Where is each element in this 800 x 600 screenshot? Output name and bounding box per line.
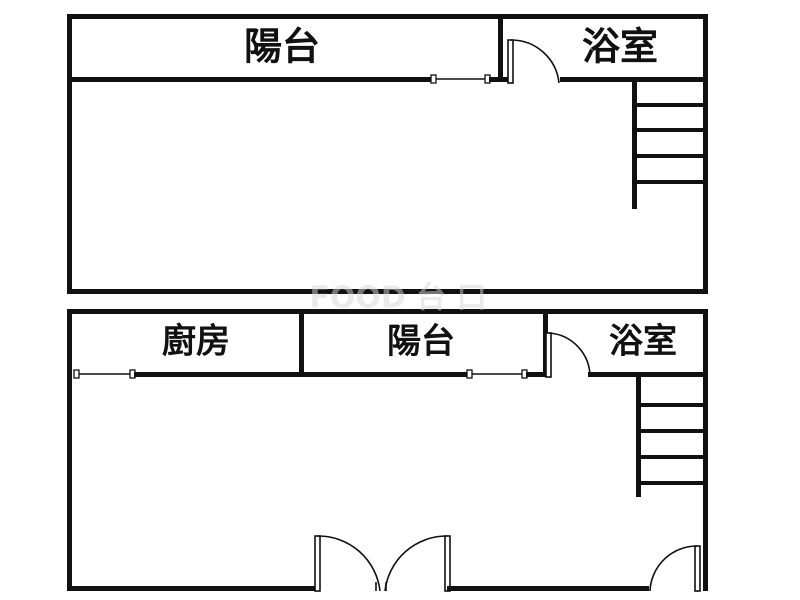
lower-bathroom-wall <box>588 372 708 377</box>
lower-wall-right <box>703 309 708 591</box>
side-door <box>649 545 701 592</box>
lower-kitchen-balcony-partition <box>299 309 304 377</box>
lower-kitchen-wall <box>134 372 470 377</box>
watermark: FOOD 台 口 <box>309 281 486 316</box>
lower-wall-left <box>67 309 72 591</box>
lower-wall-bottom-left <box>67 586 318 591</box>
upper-floor: 陽台 浴室 <box>67 14 708 294</box>
lower-balcony-label: 陽台 <box>387 322 455 362</box>
lower-kitchen-window <box>73 369 136 379</box>
entrance-double-door <box>314 535 451 592</box>
lower-balcony-window <box>466 369 528 379</box>
upper-bathroom-wall <box>560 77 708 82</box>
upper-bathroom-door <box>507 39 560 84</box>
kitchen-label: 廚房 <box>162 322 230 362</box>
lower-wall-top <box>67 309 708 314</box>
upper-balcony-wall <box>70 77 434 82</box>
upper-stairs <box>632 82 706 209</box>
upper-wall-top <box>67 14 708 19</box>
lower-floor: 廚房 陽台 浴室 <box>67 309 708 592</box>
lower-bathroom-door <box>545 332 591 378</box>
lower-stairs <box>636 377 706 497</box>
lower-bathroom-label: 浴室 <box>609 322 677 362</box>
upper-balcony-bath-partition <box>498 14 503 82</box>
upper-balcony-window <box>430 74 491 84</box>
upper-wall-left <box>67 14 72 294</box>
upper-balcony-label: 陽台 <box>244 25 320 69</box>
lower-wall-segment <box>526 372 548 377</box>
upper-bathroom-label: 浴室 <box>582 25 658 69</box>
lower-wall-bottom-mid <box>447 586 649 591</box>
upper-wall-bottom <box>67 289 708 294</box>
